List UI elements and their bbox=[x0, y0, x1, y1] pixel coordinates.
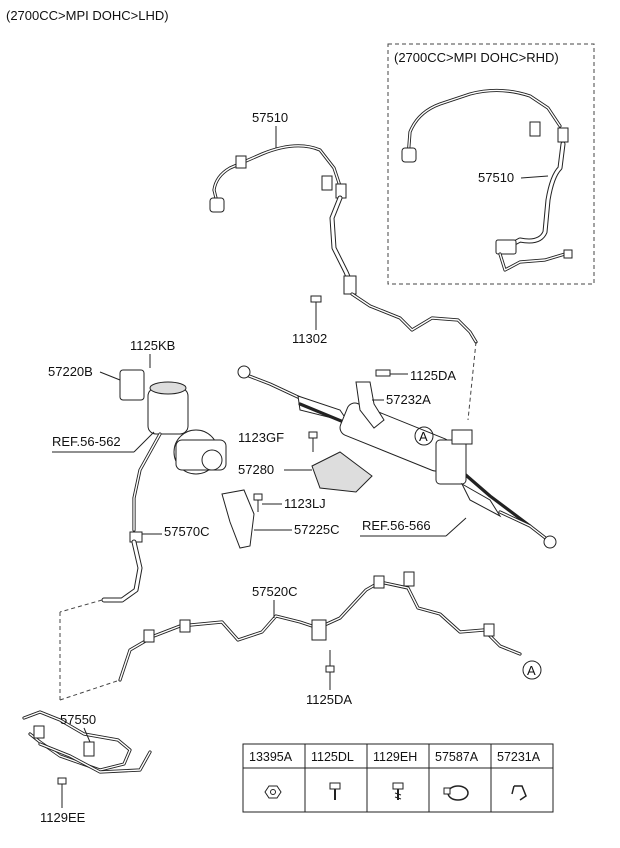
lhd-title: (2700CC>MPI DOHC>LHD) bbox=[6, 8, 169, 23]
table-header-2: 1125DL bbox=[311, 750, 354, 764]
marker-a-circle-1 bbox=[414, 426, 434, 446]
rhd-hose-57510 bbox=[401, 88, 573, 272]
callout-1125KB: 1125KB bbox=[130, 338, 175, 353]
ref-56-566: REF.56-566 bbox=[362, 518, 431, 533]
bracket-57232A bbox=[355, 369, 391, 429]
callout-1123GF: 1123GF bbox=[238, 430, 284, 445]
bolt-icon bbox=[329, 782, 341, 800]
parts-table: 13395A 1125DL 1129EH 57587A 57231A bbox=[242, 743, 554, 813]
cooler-57550 bbox=[22, 679, 152, 774]
return-pipe-57520C bbox=[118, 571, 522, 682]
ref-56-562-arrow bbox=[133, 431, 155, 453]
ref-56-566-arrow bbox=[445, 517, 467, 537]
bolt-1123GF bbox=[308, 431, 318, 452]
marker-a-2: A bbox=[527, 663, 536, 678]
clip-icon bbox=[511, 785, 527, 801]
dashed-link-left bbox=[59, 599, 103, 613]
callout-57520C: 57520C bbox=[252, 584, 298, 599]
lhd-hose-57510 bbox=[209, 144, 478, 344]
bolt-11302 bbox=[310, 295, 322, 312]
ref-56-562: REF.56-562 bbox=[52, 434, 121, 449]
table-header-5: 57231A bbox=[497, 750, 541, 764]
rhd-inset-box bbox=[387, 43, 595, 285]
table-header-1: 13395A bbox=[249, 750, 293, 764]
callout-57510-lhd: 57510 bbox=[252, 110, 288, 125]
callout-57550: 57550 bbox=[60, 712, 96, 727]
callout-1125DA-top: 1125DA bbox=[410, 368, 456, 383]
callout-57280: 57280 bbox=[238, 462, 274, 477]
dashed-link-rack bbox=[467, 341, 477, 421]
bolt-1123LJ bbox=[253, 493, 263, 501]
bolt-1129EE bbox=[57, 777, 67, 798]
callout-1123LJ: 1123LJ bbox=[284, 496, 326, 511]
callout-1129EE: 1129EE bbox=[40, 810, 86, 825]
callout-57570C: 57570C bbox=[164, 524, 210, 539]
marker-a-circle-2 bbox=[522, 660, 542, 680]
callout-57220B: 57220B bbox=[48, 364, 93, 379]
callout-57232A: 57232A bbox=[386, 392, 431, 407]
clamp-icon bbox=[443, 785, 469, 801]
screw-icon bbox=[392, 782, 404, 800]
callout-57225C: 57225C bbox=[294, 522, 340, 537]
table-header-4: 57587A bbox=[435, 750, 479, 764]
left-return-hose bbox=[101, 539, 143, 603]
reservoir-and-pump bbox=[119, 369, 227, 532]
nut-icon bbox=[264, 785, 282, 799]
heat-shield-57280 bbox=[311, 451, 373, 493]
rhd-title: (2700CC>MPI DOHC>RHD) bbox=[394, 50, 559, 65]
table-header-3: 1129EH bbox=[373, 750, 417, 764]
callout-11302: 11302 bbox=[292, 331, 327, 346]
bracket-57225C bbox=[221, 489, 255, 549]
callout-1125DA-bottom: 1125DA bbox=[306, 692, 352, 707]
leader-57510-rhd bbox=[520, 175, 549, 179]
callout-57510-rhd: 57510 bbox=[478, 170, 514, 185]
marker-a-1: A bbox=[419, 429, 428, 444]
bolt-1125DA-bottom bbox=[325, 665, 335, 673]
leader-57550 bbox=[83, 727, 91, 743]
leader-57220B bbox=[99, 371, 121, 381]
